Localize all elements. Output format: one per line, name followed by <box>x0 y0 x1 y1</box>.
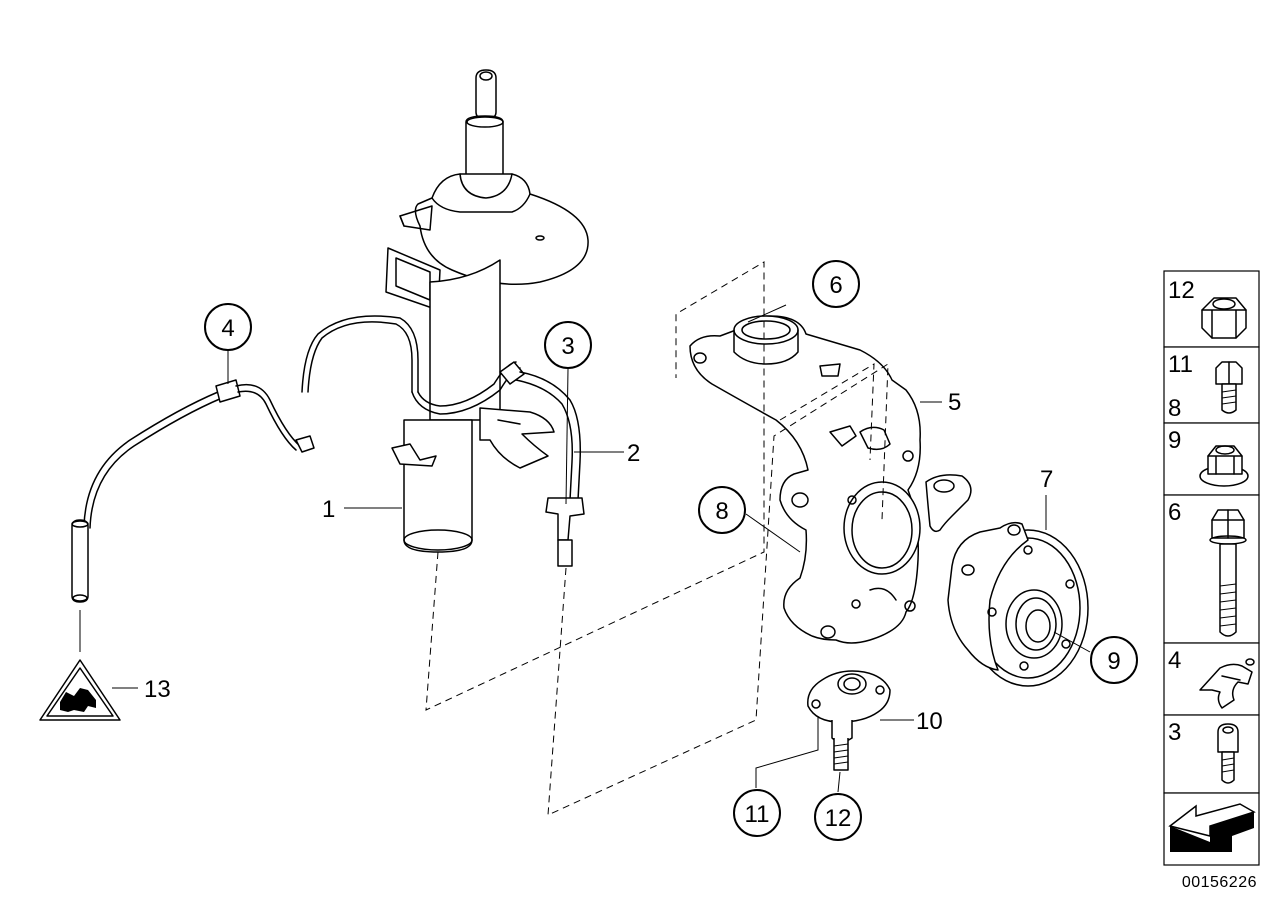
callout-8-label: 8 <box>715 498 728 525</box>
panel-cell-6: 6 <box>1163 494 1260 644</box>
callout-1-label: 1 <box>322 496 335 523</box>
callout-7-label: 7 <box>1040 466 1053 493</box>
panel-cell-label: 4 <box>1168 647 1181 674</box>
wheel-hub <box>947 521 1089 687</box>
callout-3: 3 <box>544 321 592 369</box>
callout-2: 2 <box>627 440 640 467</box>
abs-sensor <box>515 371 585 567</box>
callout-5-label: 5 <box>948 389 961 416</box>
callout-10: 10 <box>916 708 943 735</box>
reference-code: 00156226 <box>1181 874 1257 891</box>
steering-knuckle <box>689 315 972 644</box>
callout-6-label: 6 <box>829 272 842 299</box>
hex-bolt-long-icon <box>1209 509 1247 637</box>
socket-screw-icon <box>1217 723 1239 784</box>
callout-3-label: 3 <box>561 333 574 360</box>
hex-bolt-short-icon <box>1215 361 1243 414</box>
leader-lines <box>79 304 1091 793</box>
callout-1: 1 <box>322 496 335 523</box>
callout-9: 9 <box>1090 636 1138 684</box>
callout-7: 7 <box>1040 466 1053 493</box>
panel-cell-label: 9 <box>1168 427 1181 454</box>
callout-8: 8 <box>698 486 746 534</box>
panel-cell-label: 11 <box>1168 351 1193 378</box>
callout-2-label: 2 <box>627 440 640 467</box>
panel-cell-4: 4 <box>1163 642 1260 716</box>
callout-12-label: 12 <box>825 805 852 832</box>
cable-clip-icon <box>1199 658 1255 709</box>
callout-13: 13 <box>144 676 171 703</box>
abs-sensor-cable <box>71 315 525 603</box>
strut-assembly <box>385 69 589 553</box>
warning-triangle-icon <box>39 659 121 721</box>
panel-cell-label: 3 <box>1168 719 1181 746</box>
callout-10-label: 10 <box>916 708 943 735</box>
callout-13-label: 13 <box>144 676 171 703</box>
callout-4: 4 <box>204 303 252 351</box>
callout-4-label: 4 <box>221 315 234 342</box>
small-parts-panel: 12 11 8 9 <box>1163 270 1260 866</box>
alignment-lines <box>425 261 889 816</box>
callout-12: 12 <box>814 793 862 841</box>
panel-cell-label: 8 <box>1168 395 1181 422</box>
panel-cell-12: 12 <box>1163 270 1260 348</box>
direction-arrow-icon <box>1168 803 1256 852</box>
callout-5: 5 <box>948 389 961 416</box>
callout-9-label: 9 <box>1107 648 1120 675</box>
panel-cell-label: 12 <box>1168 277 1195 304</box>
callout-11-label: 11 <box>745 801 770 828</box>
panel-cell-3: 3 <box>1163 714 1260 794</box>
callout-6: 6 <box>812 260 860 308</box>
panel-cell-9: 9 <box>1163 422 1260 496</box>
ball-joint <box>807 670 891 771</box>
panel-cell-label: 6 <box>1168 499 1181 526</box>
flange-nut-icon <box>1201 297 1247 339</box>
callout-11: 11 <box>733 789 781 837</box>
panel-cell-arrow <box>1163 792 1260 866</box>
collar-nut-icon <box>1199 445 1249 487</box>
panel-cell-11-8: 11 8 <box>1163 346 1260 424</box>
